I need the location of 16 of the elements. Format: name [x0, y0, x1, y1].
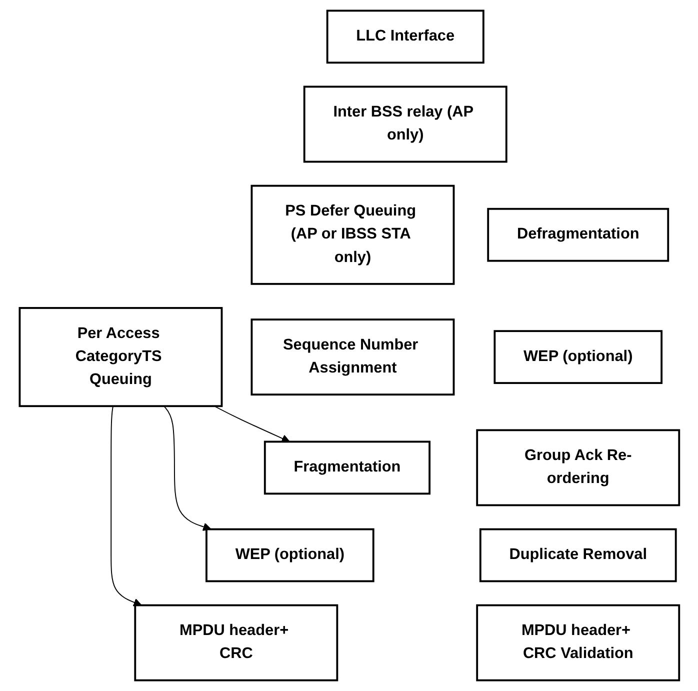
node-box: Per Access CategoryTS Queuing — [18, 307, 222, 408]
node-box: Defragmentation — [486, 208, 669, 262]
node-box: Sequence Number Assignment — [250, 318, 454, 396]
node-box: Duplicate Removal — [479, 528, 676, 582]
node-box: Group Ack Re-ordering — [476, 429, 680, 506]
arrow — [110, 406, 142, 606]
arrow — [213, 406, 290, 442]
arrow — [162, 406, 211, 531]
node-box: WEP (optional) — [493, 330, 662, 384]
node-box: WEP (optional) — [205, 528, 374, 582]
node-box: MPDU header+ CRC — [134, 604, 338, 682]
node-box: PS Defer Queuing (AP or IBSS STA only) — [250, 184, 454, 285]
node-box: Inter BSS relay (AP only) — [302, 86, 507, 163]
node-box: LLC Interface — [326, 10, 484, 64]
node-box: Fragmentation — [264, 440, 430, 495]
node-box: MPDU header+ CRC Validation — [476, 604, 680, 682]
